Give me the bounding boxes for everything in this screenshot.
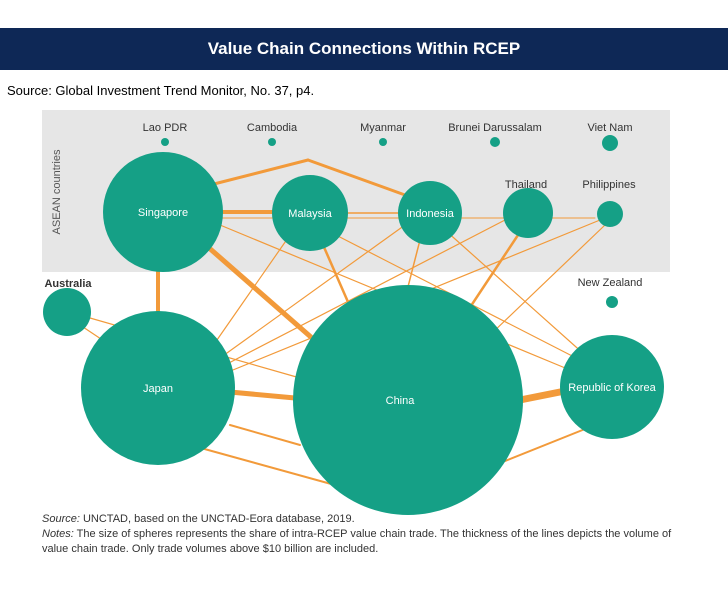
node-malaysia xyxy=(272,175,348,251)
label-brunei: Brunei Darussalam xyxy=(448,122,542,134)
page-title: Value Chain Connections Within RCEP xyxy=(207,39,521,58)
link-malaysia-japan xyxy=(209,234,291,351)
footnote-source-text: UNCTAD, based on the UNCTAD-Eora databas… xyxy=(79,513,355,525)
asean-region-label: ASEAN countries xyxy=(51,149,63,234)
label-malaysia: Malaysia xyxy=(288,208,332,220)
link-thailand-japan xyxy=(224,219,506,366)
label-korea: Republic of Korea xyxy=(568,382,656,394)
label-singapore: Singapore xyxy=(138,207,188,219)
link-indonesia-korea xyxy=(444,229,586,356)
label-newzealand: New Zealand xyxy=(578,277,643,289)
link-indonesia-japan xyxy=(219,224,406,359)
link-japan-china-lower xyxy=(229,424,301,446)
node-indonesia xyxy=(398,181,462,245)
label-japan: Japan xyxy=(143,383,173,395)
label-lao: Lao PDR xyxy=(143,122,188,134)
node-cambodia xyxy=(268,138,276,146)
country-labels: Lao PDR Cambodia Myanmar Brunei Darussal… xyxy=(44,122,656,407)
node-myanmar xyxy=(379,138,387,146)
node-thailand xyxy=(503,188,553,238)
country-nodes xyxy=(43,135,664,515)
node-japan xyxy=(81,311,235,465)
node-korea xyxy=(560,335,664,439)
node-philippines xyxy=(597,201,623,227)
label-vietnam: Viet Nam xyxy=(587,122,632,134)
label-indonesia: Indonesia xyxy=(406,208,455,220)
label-australia: Australia xyxy=(44,278,92,290)
link-japan-china xyxy=(227,389,298,401)
footnote-notes: Notes: The size of spheres represents th… xyxy=(42,527,692,557)
title-banner: Value Chain Connections Within RCEP xyxy=(0,28,728,70)
footnote-source-label: Source: xyxy=(42,513,80,525)
node-newzealand xyxy=(606,296,618,308)
node-vietnam xyxy=(602,135,618,151)
label-thailand: Thailand xyxy=(505,179,547,191)
link-singapore-china xyxy=(197,237,323,348)
footnote-notes-text: The size of spheres represents the share… xyxy=(42,528,672,555)
node-china xyxy=(293,285,523,515)
link-indonesia-top xyxy=(306,158,407,197)
footnotes: Source: UNCTAD, based on the UNCTAD-Eora… xyxy=(42,512,692,557)
label-cambodia: Cambodia xyxy=(247,122,298,134)
label-myanmar: Myanmar xyxy=(360,122,406,134)
node-lao xyxy=(161,138,169,146)
node-australia xyxy=(43,288,91,336)
label-china: China xyxy=(386,395,416,407)
footnote-source: Source: UNCTAD, based on the UNCTAD-Eora… xyxy=(42,512,692,527)
source-citation: Source: Global Investment Trend Monitor,… xyxy=(7,83,315,98)
label-philippines: Philippines xyxy=(582,179,636,191)
link-singapore-indonesia xyxy=(208,158,310,187)
footnote-notes-label: Notes: xyxy=(42,528,74,540)
node-singapore xyxy=(103,152,223,272)
link-philippines-china xyxy=(489,224,606,336)
node-brunei xyxy=(490,137,500,147)
